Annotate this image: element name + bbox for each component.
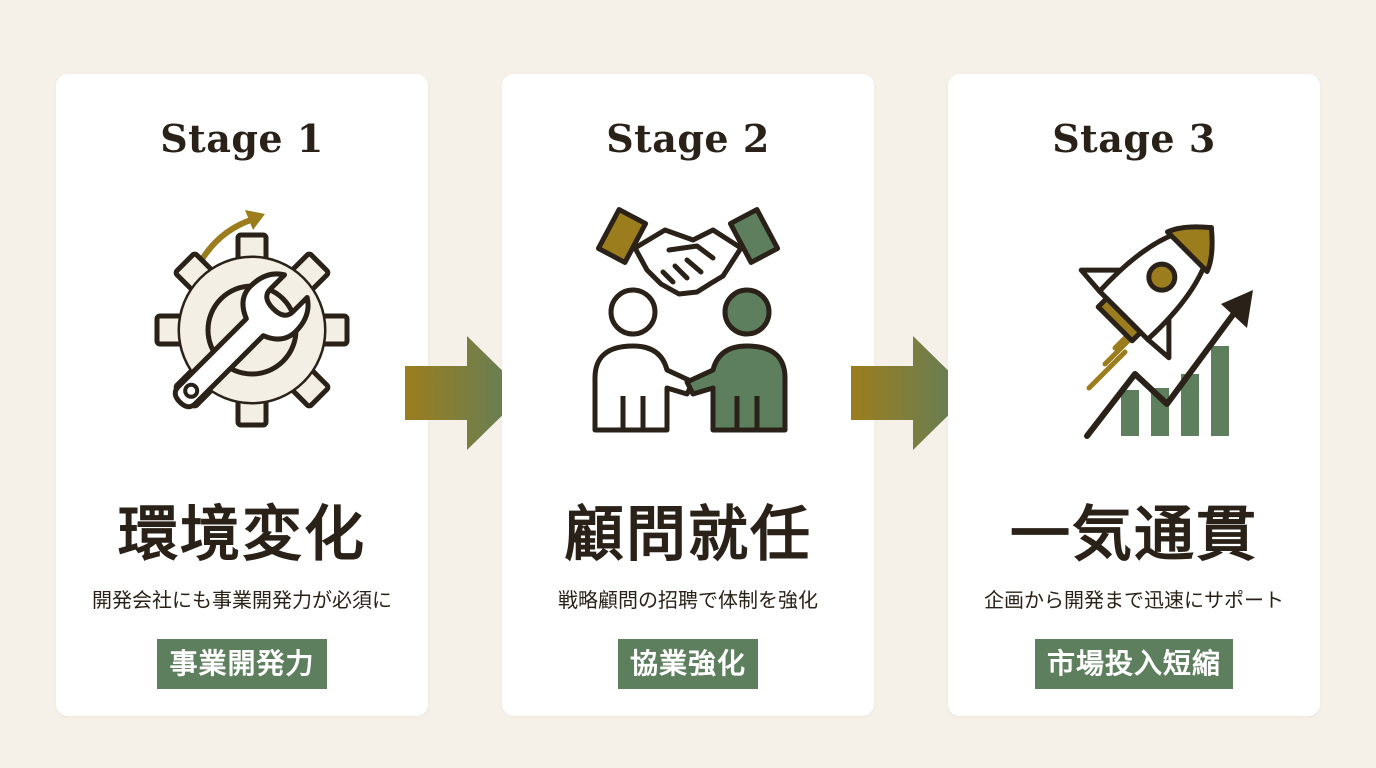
growth-chart-icon <box>1084 290 1253 439</box>
stage-badge: 協業強化 <box>617 639 758 689</box>
stage-label: Stage 2 <box>606 116 770 161</box>
rocket-growth-icon <box>948 200 1320 450</box>
rocket-icon <box>1078 224 1215 361</box>
stage-title: 顧問就任 <box>564 500 812 570</box>
flow-arrow-icon <box>851 336 971 450</box>
handshake-icon <box>595 207 781 297</box>
stage-card-2: Stage 2 <box>502 74 874 716</box>
stage-badge: 事業開発力 <box>157 639 327 689</box>
gear-wrench-icon <box>56 200 428 450</box>
stage-badge: 市場投入短縮 <box>1034 639 1233 689</box>
stage-label: Stage 3 <box>1052 116 1216 161</box>
stage-title: 環境変化 <box>118 500 366 570</box>
stage-description: 戦略顧問の招聘で体制を強化 <box>558 588 818 612</box>
stage-title: 一気通貫 <box>1010 500 1258 570</box>
person-icon <box>592 287 696 433</box>
stage-label: Stage 1 <box>160 116 324 161</box>
stage-card-3: Stage 3 <box>948 74 1320 716</box>
handshake-people-icon <box>502 200 874 450</box>
person-icon <box>684 287 788 433</box>
stage-description: 企画から開発まで迅速にサポート <box>984 588 1284 612</box>
stage-description: 開発会社にも事業開発力が必須に <box>92 588 392 612</box>
flow-arrow-icon <box>405 336 525 450</box>
stage-card-1: Stage 1 <box>56 74 428 716</box>
